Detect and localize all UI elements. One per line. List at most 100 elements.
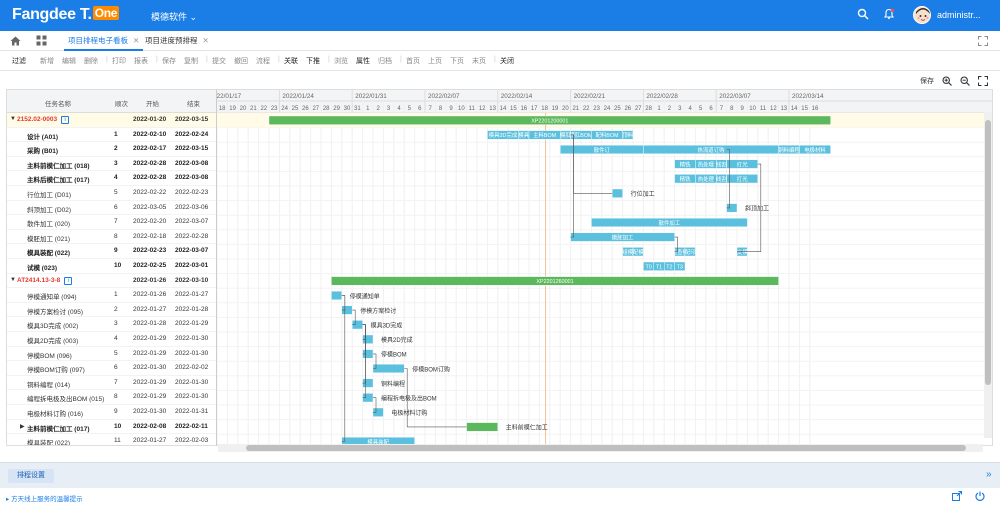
toolbar-button[interactable]: 下页 — [450, 58, 464, 65]
gantt-bar-label[interactable]: 检查模 — [672, 248, 689, 256]
toolbar-button[interactable]: 下推 — [306, 58, 320, 65]
info-icon[interactable]: i — [64, 276, 73, 285]
gantt-bar[interactable] — [331, 276, 779, 286]
gantt-bar-label[interactable]: 模肛 — [560, 131, 571, 139]
toolbar-button[interactable]: 末页 — [472, 58, 486, 65]
toolbar-button[interactable]: 打印 — [112, 58, 126, 65]
gantt-bar-label[interactable]: 模胚加工 — [612, 233, 634, 241]
gantt-bar-side-label[interactable]: 模具3D完成 — [371, 322, 403, 330]
app-switcher[interactable]: 模德软件 ⌄ — [151, 12, 198, 22]
tab-schedule-board[interactable]: 项目排程电子看板✕ — [64, 31, 144, 51]
toolbar-button[interactable]: 保存 — [162, 58, 176, 65]
gantt-bar-label[interactable]: 打光 — [737, 160, 748, 168]
gantt-bar[interactable] — [674, 261, 686, 271]
tab-pre-schedule[interactable]: 项目进度预排程✕ — [145, 36, 209, 45]
toolbar-button[interactable]: 过滤 — [12, 58, 26, 65]
gantt-bar[interactable] — [622, 130, 634, 140]
scrollbar-thumb[interactable] — [246, 445, 966, 451]
gantt-bar-side-label[interactable]: 斜顶加工 — [745, 205, 769, 213]
gantt-bar-label[interactable]: 组模 — [622, 248, 633, 256]
column-header-start[interactable]: 开始 — [146, 101, 159, 108]
column-header-end[interactable]: 结束 — [187, 101, 200, 108]
gantt-bar-side-label[interactable]: 模具2D完成 — [381, 336, 413, 344]
user-name[interactable]: administr... — [937, 10, 981, 20]
toolbar-button[interactable]: 流程 — [256, 58, 270, 65]
gantt-bar[interactable] — [799, 145, 831, 155]
gantt-bar-label[interactable]: T3 — [677, 265, 683, 271]
bell-icon[interactable] — [882, 8, 896, 22]
double-chevron-right-icon[interactable]: » — [986, 469, 992, 480]
gantt-bar-label[interactable]: 配模 — [633, 248, 644, 256]
gantt-bar[interactable] — [726, 174, 759, 184]
gantt-bar-label[interactable]: 模具装配 — [367, 438, 389, 446]
gantt-bar-label[interactable]: 精铣 — [680, 160, 691, 168]
toolbar-button[interactable]: 删除 — [84, 58, 98, 65]
gantt-bar-label[interactable]: 模具 — [518, 131, 529, 139]
gantt-bar-label[interactable]: 配料BOM — [595, 131, 619, 139]
gantt-bar-side-label[interactable]: 编程拆电极及出BOM — [381, 395, 437, 403]
gantt-bar-label[interactable]: 精铣 — [680, 175, 691, 183]
gantt-bar-label[interactable]: 模肛BOM — [569, 131, 593, 139]
collapse-icon[interactable]: ▼ — [10, 276, 16, 283]
toolbar-button[interactable]: 关闭 — [500, 58, 514, 65]
expand-icon[interactable]: ▶ — [20, 423, 25, 430]
gantt-bar[interactable] — [341, 437, 415, 446]
gantt-bar-side-label[interactable]: 行位加工 — [631, 190, 655, 198]
gantt-bar-label[interactable]: 热流道订购 — [698, 146, 726, 154]
gantt-bar-label[interactable]: 热处理 — [698, 175, 715, 183]
apps-grid-icon[interactable] — [36, 31, 50, 51]
gantt-bar-label[interactable]: 主料BOM — [533, 131, 557, 139]
toolbar-button[interactable]: 关联 — [284, 58, 298, 65]
toolbar-button[interactable]: 归档 — [378, 58, 392, 65]
toolbar-button[interactable]: 报表 — [134, 58, 148, 65]
gantt-bar[interactable] — [612, 188, 623, 198]
gantt-bar-side-label[interactable]: 主料前模仁加工 — [506, 424, 548, 432]
column-header-seq[interactable]: 顺次 — [115, 101, 128, 108]
zoom-in-icon[interactable] — [942, 76, 952, 88]
gantt-bar-label[interactable]: 线割 — [716, 175, 727, 183]
gantt-bar-label[interactable]: T1 — [656, 265, 662, 271]
gantt-bar-label[interactable]: 顶料 — [622, 131, 633, 139]
toolbar-button[interactable]: 撤回 — [234, 58, 248, 65]
vertical-scrollbar[interactable] — [984, 112, 992, 438]
gantt-bar-label[interactable]: 散件加工 — [659, 219, 681, 227]
toolbar-button[interactable]: 首页 — [406, 58, 420, 65]
gantt-bar-label[interactable]: 铜料编程 — [778, 146, 800, 154]
gantt-bar-label[interactable]: T2 — [666, 265, 672, 271]
fullscreen-icon[interactable] — [977, 75, 989, 88]
export-icon[interactable] — [952, 491, 962, 503]
footer-notice[interactable]: ▸ 方天线上服务的温馨提示 — [6, 496, 83, 503]
home-icon[interactable] — [10, 31, 24, 51]
gantt-bar-side-label[interactable]: 停模方案检讨 — [360, 307, 396, 315]
scrollbar-thumb[interactable] — [985, 120, 991, 385]
toolbar-button[interactable]: 编辑 — [62, 58, 76, 65]
gantt-bar-label[interactable]: XP2201260001 — [536, 279, 573, 285]
close-icon[interactable]: ✕ — [202, 36, 209, 45]
toolbar-button[interactable]: 属性 — [356, 58, 370, 65]
gantt-bar-side-label[interactable]: 停模BOM订购 — [412, 365, 450, 373]
schedule-settings-button[interactable]: 排程设置 — [8, 469, 54, 483]
gantt-bar-label[interactable]: 打光 — [737, 175, 748, 183]
gantt-bar[interactable] — [570, 232, 675, 242]
horizontal-scrollbar[interactable] — [218, 444, 983, 452]
gantt-bar-side-label[interactable]: 停模BOM — [381, 351, 407, 359]
gantt-bar[interactable] — [372, 364, 405, 374]
